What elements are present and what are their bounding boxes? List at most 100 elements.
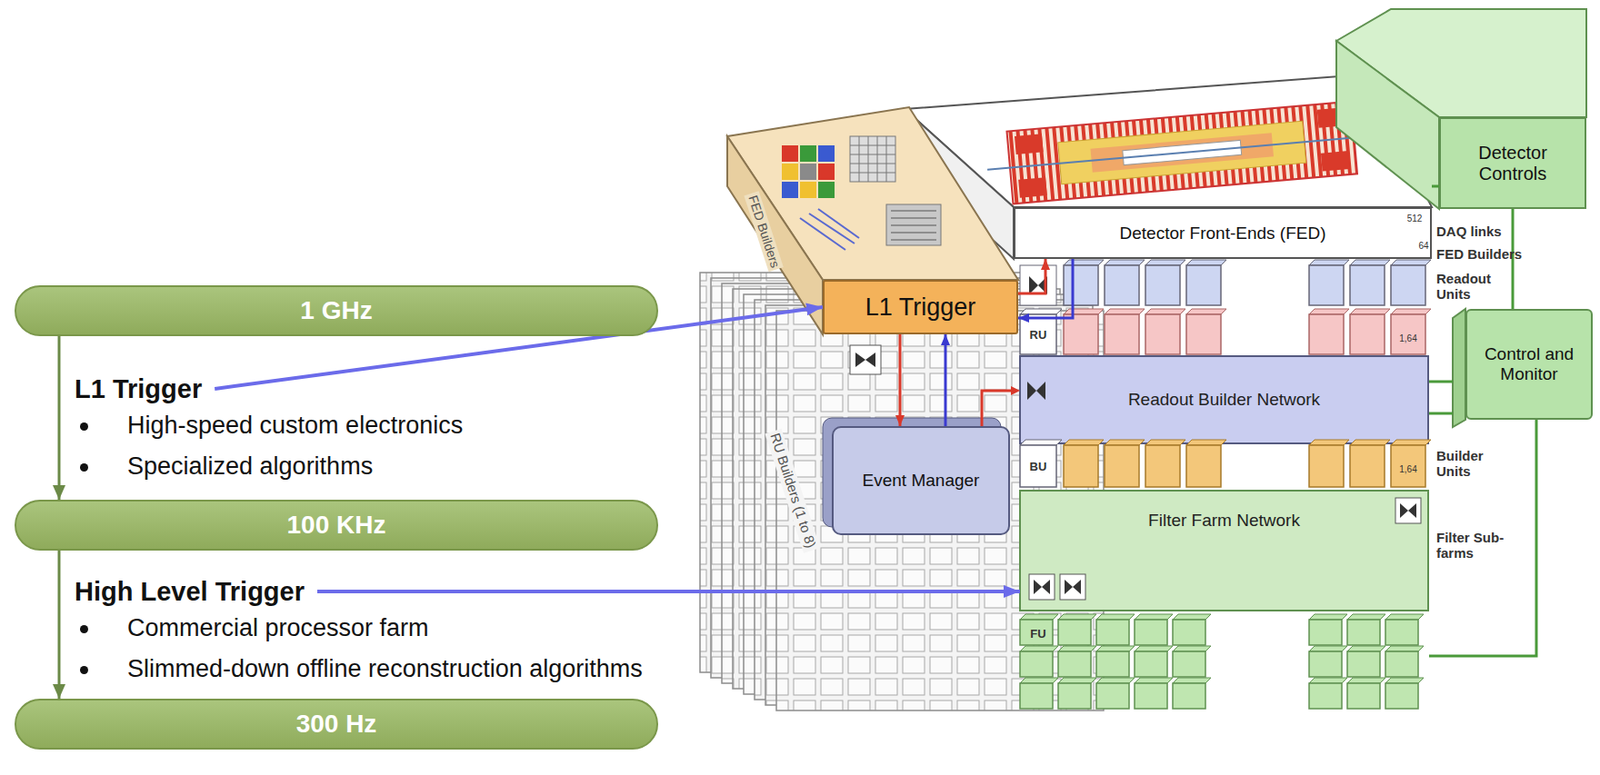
unit-box bbox=[1390, 445, 1426, 488]
stage-heading: L1 Trigger bbox=[74, 372, 202, 406]
bullet-text: High-speed custom electronics bbox=[127, 411, 463, 440]
illustration-part bbox=[1400, 503, 1417, 519]
rate-bar: 100 KHz bbox=[14, 500, 659, 551]
unit-top bbox=[1390, 440, 1431, 446]
unit-box bbox=[1309, 651, 1342, 678]
bullet-text: Commercial processor farm bbox=[127, 614, 430, 642]
illustration-part bbox=[1020, 265, 1057, 306]
unit-top bbox=[1309, 440, 1350, 446]
unit-top bbox=[1186, 260, 1227, 266]
unit-top bbox=[1309, 646, 1348, 652]
unit-box bbox=[1350, 314, 1385, 355]
illustration-part bbox=[818, 163, 835, 180]
illustration-part bbox=[987, 135, 1377, 170]
unit-top bbox=[1172, 646, 1211, 652]
unit-top bbox=[1186, 309, 1227, 315]
illustration-part bbox=[981, 390, 1011, 427]
box-text: Filter Farm Network bbox=[1148, 510, 1300, 531]
monitor-box: Control and Monitor bbox=[1465, 309, 1593, 420]
front-end-box: Detector Front-Ends (FED) bbox=[1013, 207, 1432, 260]
rate-text: 1 GHz bbox=[300, 296, 372, 325]
unit-top bbox=[1309, 614, 1348, 620]
part-label: Builder Units bbox=[1436, 449, 1502, 480]
unit-top bbox=[1309, 260, 1350, 266]
stage-heading-row: High Level Trigger bbox=[74, 575, 643, 609]
part-label: Readout Units bbox=[1436, 271, 1502, 302]
unit-box bbox=[1309, 265, 1344, 306]
text-holder: L1 TriggerHigh-speed custom electronicsS… bbox=[74, 372, 463, 488]
box-text: L1 Trigger bbox=[865, 293, 977, 322]
bullet-dot bbox=[80, 625, 89, 634]
unit-top bbox=[1104, 309, 1145, 315]
illustration-part bbox=[1010, 386, 1020, 396]
bullet-text: Slimmed-down offline reconstruction algo… bbox=[127, 655, 643, 683]
unit-box bbox=[1350, 265, 1385, 306]
unit-top bbox=[1390, 309, 1431, 315]
text-holder: Detector Front-Ends (FED) bbox=[1120, 223, 1327, 244]
text-holder: Control and Monitor bbox=[1472, 344, 1586, 385]
illustration-part bbox=[1320, 150, 1350, 172]
illustration-part bbox=[1428, 412, 1453, 416]
bullet-dot bbox=[80, 463, 89, 472]
part-label: FED Builders bbox=[1436, 247, 1522, 263]
unit-top bbox=[1134, 646, 1173, 652]
rate-text: 100 KHz bbox=[287, 510, 387, 540]
illustration-part bbox=[886, 204, 941, 246]
unit-box bbox=[1186, 445, 1221, 488]
rate-text: 300 Hz bbox=[296, 710, 378, 739]
unit-box bbox=[1309, 314, 1344, 355]
unit-top bbox=[1172, 678, 1211, 684]
unit-box bbox=[1104, 445, 1140, 488]
unit-box bbox=[1309, 683, 1342, 710]
unit-top bbox=[1347, 678, 1386, 684]
part-label: DAQ links bbox=[1436, 224, 1502, 240]
bullet-dot bbox=[80, 666, 89, 675]
unit-top bbox=[1096, 614, 1135, 620]
illustration-part bbox=[890, 210, 937, 240]
illustration-part bbox=[800, 145, 817, 162]
unit-box bbox=[1350, 445, 1385, 488]
illustration-part bbox=[1020, 265, 1421, 600]
unit-box bbox=[1145, 445, 1180, 488]
unit-box bbox=[1385, 651, 1419, 678]
unit-top bbox=[1350, 309, 1390, 315]
text-holder: 100 KHz bbox=[287, 510, 387, 540]
unit-box bbox=[1096, 683, 1130, 710]
unit-box bbox=[1172, 620, 1206, 646]
flow-arrow bbox=[58, 550, 61, 700]
unit-top bbox=[1172, 614, 1211, 620]
trigger-box: L1 Trigger bbox=[822, 280, 1019, 335]
controls-box: Detector Controls bbox=[1439, 117, 1587, 210]
illustration-part bbox=[800, 209, 860, 250]
unit-box bbox=[1020, 683, 1053, 710]
illustration-part bbox=[1029, 574, 1055, 600]
illustration-part bbox=[781, 163, 799, 180]
stage-heading: High Level Trigger bbox=[74, 575, 305, 609]
unit-top bbox=[1058, 646, 1097, 652]
manager-box: Event Manager bbox=[831, 426, 1010, 536]
unit-box bbox=[1186, 314, 1221, 355]
part-label: Filter Sub-farms bbox=[1436, 530, 1510, 561]
unit-box bbox=[1058, 651, 1091, 678]
unit-top bbox=[1347, 614, 1386, 620]
unit-top bbox=[1350, 260, 1390, 266]
flow-arrow bbox=[899, 334, 902, 427]
unit-top bbox=[1134, 614, 1173, 620]
flow-arrow bbox=[1018, 259, 1073, 319]
unit-top bbox=[1350, 440, 1390, 446]
unit-top bbox=[1063, 309, 1104, 315]
unit-box bbox=[1104, 265, 1140, 306]
box-text: Detector Controls bbox=[1446, 142, 1580, 185]
unit-box bbox=[1134, 620, 1168, 646]
unit-top bbox=[1145, 260, 1186, 266]
network-band: Readout Builder Network bbox=[1020, 356, 1429, 444]
unit-top bbox=[1020, 309, 1062, 315]
illustration-part bbox=[818, 181, 835, 199]
unit-box bbox=[1385, 683, 1419, 710]
rate-bar: 1 GHz bbox=[14, 285, 659, 337]
unit-top bbox=[1145, 440, 1186, 446]
part-label: 64 bbox=[1418, 240, 1429, 251]
unit-box bbox=[1309, 620, 1342, 646]
text-holder: High Level TriggerCommercial processor f… bbox=[74, 575, 643, 690]
text-holder: 1 GHz bbox=[300, 296, 372, 326]
